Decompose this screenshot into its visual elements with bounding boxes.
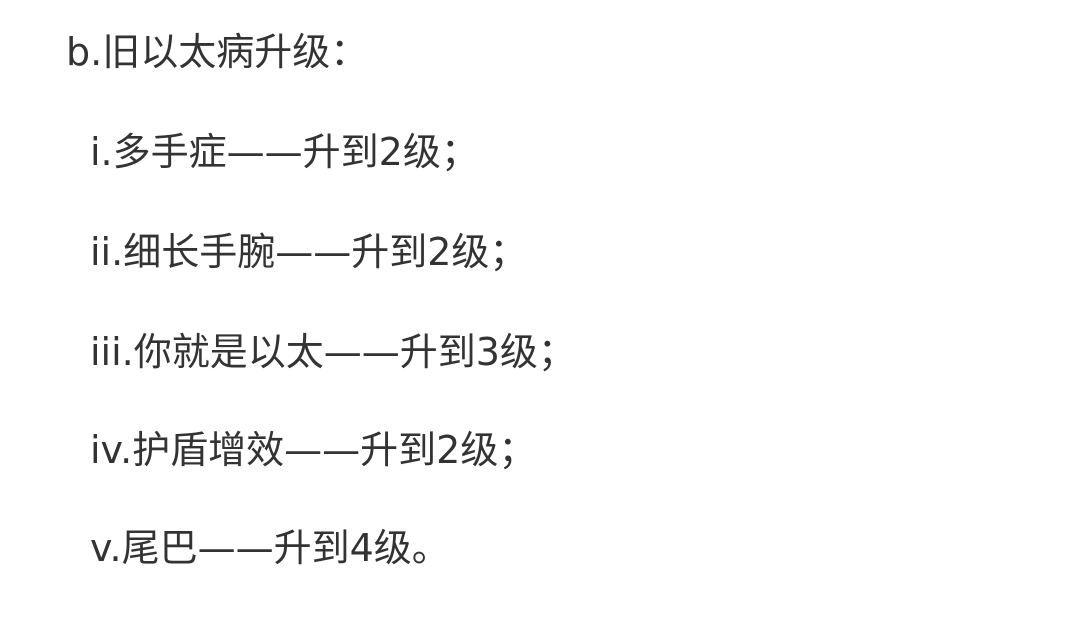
list-item: ii.细长手腕——升到2级； xyxy=(90,230,528,274)
list-item: v.尾巴——升到4级。 xyxy=(90,526,450,570)
list-item: iii.你就是以太——升到3级； xyxy=(90,330,576,374)
list-item: iv.护盾增效——升到2级； xyxy=(90,428,537,472)
list-item: i.多手症——升到2级； xyxy=(90,130,479,174)
section-heading: b.旧以太病升级： xyxy=(66,30,369,74)
